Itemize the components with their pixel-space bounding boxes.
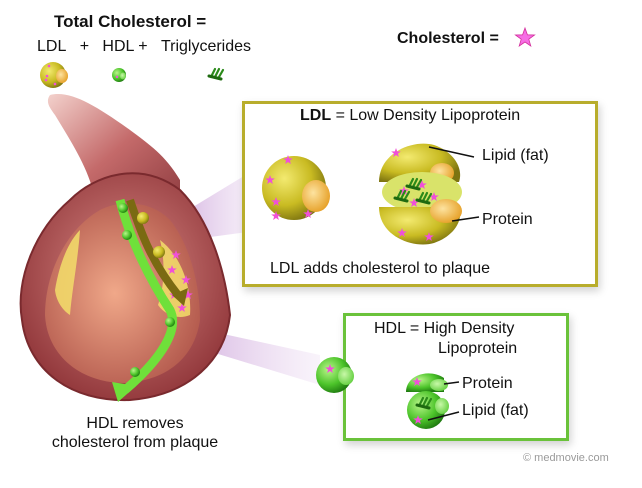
ldl-sphere-cutaway xyxy=(379,143,480,245)
hdl-lipid-label: Lipid (fat) xyxy=(462,402,529,419)
ldl-protein-label: Protein xyxy=(482,211,533,228)
total-cholesterol-title: Total Cholesterol = xyxy=(54,12,207,31)
cholesterol-formula: LDL + HDL + Triglycerides xyxy=(37,38,251,56)
hdl-beam xyxy=(205,330,320,385)
hdl-particle-icon xyxy=(112,68,126,82)
hdl-sphere-cutaway xyxy=(406,373,460,429)
cholesterol-legend-label: Cholesterol = xyxy=(397,30,499,47)
hdl-panel xyxy=(343,313,569,441)
hdl-title-line2: Lipoprotein xyxy=(438,340,518,357)
ldl-particle-icon xyxy=(40,62,68,88)
ldl-title-rest: = Low Density Lipoprotein xyxy=(335,107,521,124)
formula-ldl: LDL xyxy=(37,38,67,55)
hdl-caption-line2: cholesterol from plaque xyxy=(51,434,219,451)
artery-illustration xyxy=(19,94,232,402)
hdl-removes-caption: HDL removes cholesterol from plaque xyxy=(30,414,240,452)
hdl-caption-line1: HDL removes xyxy=(86,415,184,432)
ldl-lipid-label: Lipid (fat) xyxy=(482,147,549,164)
ldl-sphere-enlarged xyxy=(262,155,330,220)
ldl-protein xyxy=(302,180,330,212)
copyright-notice: © medmovie.com xyxy=(523,452,609,464)
ldl-title-bold: LDL xyxy=(300,107,332,124)
plaque-left xyxy=(55,230,80,315)
hdl-sphere-enlarged xyxy=(316,357,354,393)
hdl-title-line1: HDL = High Density xyxy=(374,320,515,337)
ldl-caption: LDL adds cholesterol to plaque xyxy=(270,260,490,277)
hdl-protein-label: Protein xyxy=(462,375,513,392)
formula-plus: + xyxy=(79,38,90,55)
ldl-arrow xyxy=(126,198,182,298)
ldl-panel-title: LDL = Low Density Lipoprotein xyxy=(300,107,520,125)
formula-hdl: HDL + xyxy=(102,38,148,55)
formula-triglycerides: Triglycerides xyxy=(160,38,252,55)
